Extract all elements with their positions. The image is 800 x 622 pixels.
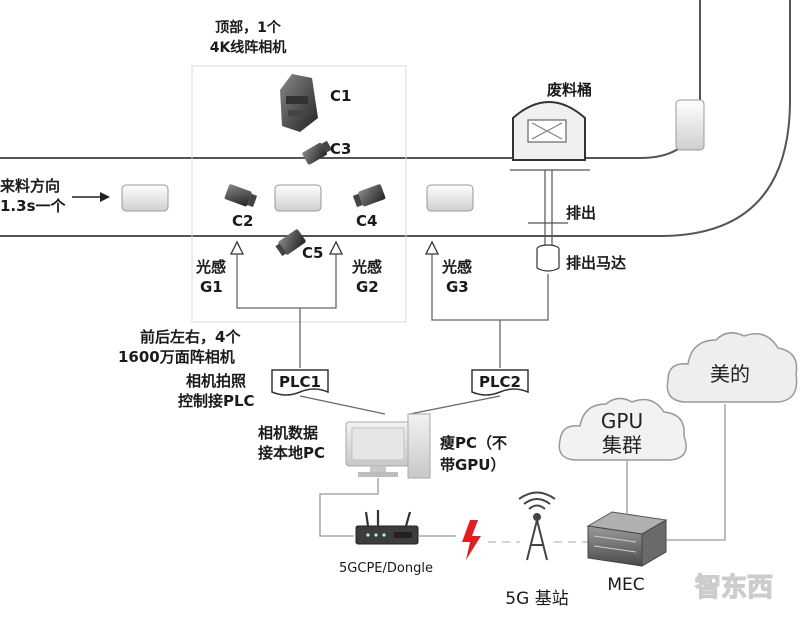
part-item [675, 99, 705, 151]
camera-c3-label: C3 [330, 140, 351, 158]
pc-cpe-wiring [319, 478, 379, 537]
camera-c2-label: C2 [232, 212, 253, 230]
sensor-wiring [236, 254, 549, 368]
watermark-logo: 智东西 [695, 572, 773, 603]
camera-data-label-2: 接本地PC [258, 444, 325, 462]
camera-c5-label: C5 [302, 244, 323, 262]
waste-bin-label: 废料桶 [547, 81, 592, 99]
midea-cloud-label: 美的 [710, 362, 750, 386]
plc1-box [271, 369, 329, 396]
light-sensor-g1-icon [229, 240, 245, 255]
eject-motor-label: 排出马达 [566, 254, 626, 272]
thin-pc-label-1: 瘦PC（不 [440, 434, 507, 452]
light-sensor-g3-icon [424, 240, 440, 255]
mec-server-icon [586, 511, 668, 567]
gpu-cluster-label-2: 集群 [602, 433, 642, 457]
camera-c1-label: C1 [330, 87, 351, 105]
wireless-link-icon [462, 520, 481, 560]
sensor-g2-label-2: G2 [356, 278, 379, 296]
plc-note-label-1: 相机拍照 [186, 372, 246, 390]
thin-pc-label-2: 带GPU） [440, 456, 506, 474]
plc-pc-wiring [299, 395, 501, 415]
top-camera-label-2: 4K线阵相机 [210, 39, 287, 56]
top-camera-label-1: 顶部，1个 [215, 19, 282, 36]
camera-c2-icon [224, 184, 258, 208]
area-cameras-label-1: 前后左右，4个 [140, 328, 241, 346]
plc-note-label-2: 控制接PLC [178, 392, 255, 410]
sensor-g3-label-2: G3 [446, 278, 469, 296]
part-item [426, 184, 474, 212]
base-station-label: 5G 基站 [505, 589, 568, 609]
part-item [274, 184, 322, 212]
cloud-link-lines [626, 404, 726, 541]
eject-label: 排出 [566, 204, 596, 222]
camera-c4-icon [352, 184, 386, 208]
camera-c4-label: C4 [356, 212, 377, 230]
camera-data-label-1: 相机数据 [258, 424, 318, 442]
plc2-box [471, 369, 529, 396]
mec-label: MEC [607, 575, 644, 595]
router-icon [355, 510, 419, 545]
plc1-label: PLC1 [279, 373, 321, 391]
feed-interval-label: 1.3s一个 [0, 197, 67, 215]
midea-cloud-icon [666, 332, 798, 403]
camera-c3-icon [302, 140, 332, 165]
cpe-label: 5GCPE/Dongle [339, 561, 433, 576]
sensor-g1-label-1: 光感 [195, 258, 226, 276]
sensor-g3-label-1: 光感 [441, 258, 472, 276]
thin-pc-icon [345, 413, 431, 479]
part-item [121, 184, 169, 212]
eject-motor-icon [536, 244, 560, 272]
feed-arrow-icon [72, 192, 110, 202]
gpu-cluster-cloud-icon [558, 397, 687, 461]
line-scan-camera-c1-icon [280, 74, 318, 132]
light-sensor-g2-icon [328, 240, 344, 255]
waste-bin-icon [512, 101, 586, 161]
conveyor-belt [0, 0, 791, 237]
camera-c5-icon [275, 229, 306, 257]
sensor-g2-label-1: 光感 [351, 258, 382, 276]
base-station-icon [518, 491, 556, 561]
feed-direction-label: 来料方向 [0, 177, 60, 195]
gpu-cluster-label-1: GPU [601, 409, 643, 433]
eject-pusher [528, 170, 568, 246]
sensor-g1-label-2: G1 [200, 278, 223, 296]
plc2-label: PLC2 [479, 373, 521, 391]
area-cameras-label-2: 1600万面阵相机 [118, 348, 235, 366]
camera-zone-box [191, 65, 407, 323]
